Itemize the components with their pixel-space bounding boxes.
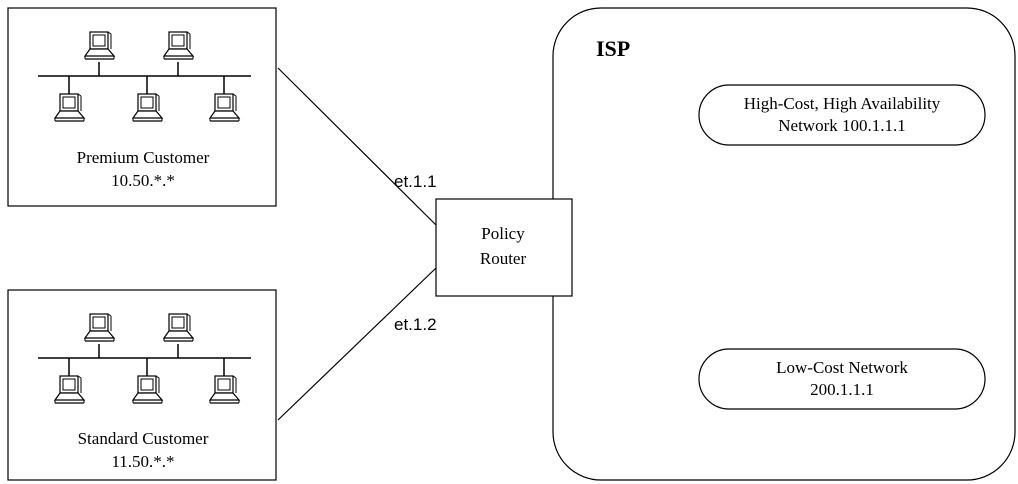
standard-customer-name: Standard Customer <box>78 429 209 448</box>
low-cost-network-line2: 200.1.1.1 <box>810 380 874 399</box>
premium-customer-subnet: 10.50.*.* <box>111 171 175 190</box>
port-label-standard: et.1.2 <box>394 315 437 334</box>
low-cost-network: Low-Cost Network 200.1.1.1 <box>698 348 986 410</box>
high-cost-network-line1: High-Cost, High Availability <box>744 94 941 113</box>
premium-customer-name: Premium Customer <box>77 148 210 167</box>
policy-router: Policy Router <box>435 198 573 297</box>
port-label-premium: et.1.1 <box>394 172 437 191</box>
isp-title: ISP <box>596 36 630 61</box>
high-cost-network-line2: Network 100.1.1.1 <box>778 116 905 135</box>
standard-customer-network: Standard Customer 11.50.*.* <box>7 289 277 481</box>
low-cost-network-line1: Low-Cost Network <box>776 358 908 377</box>
high-cost-network: High-Cost, High Availability Network 100… <box>698 84 986 146</box>
premium-customer-network: Premium Customer 10.50.*.* <box>7 7 277 207</box>
link-premium-to-router <box>277 67 437 226</box>
link-standard-to-router <box>277 267 437 421</box>
policy-router-label-line1: Policy <box>481 224 525 243</box>
policy-router-label-line2: Router <box>480 249 527 268</box>
standard-customer-subnet: 11.50.*.* <box>111 452 174 471</box>
